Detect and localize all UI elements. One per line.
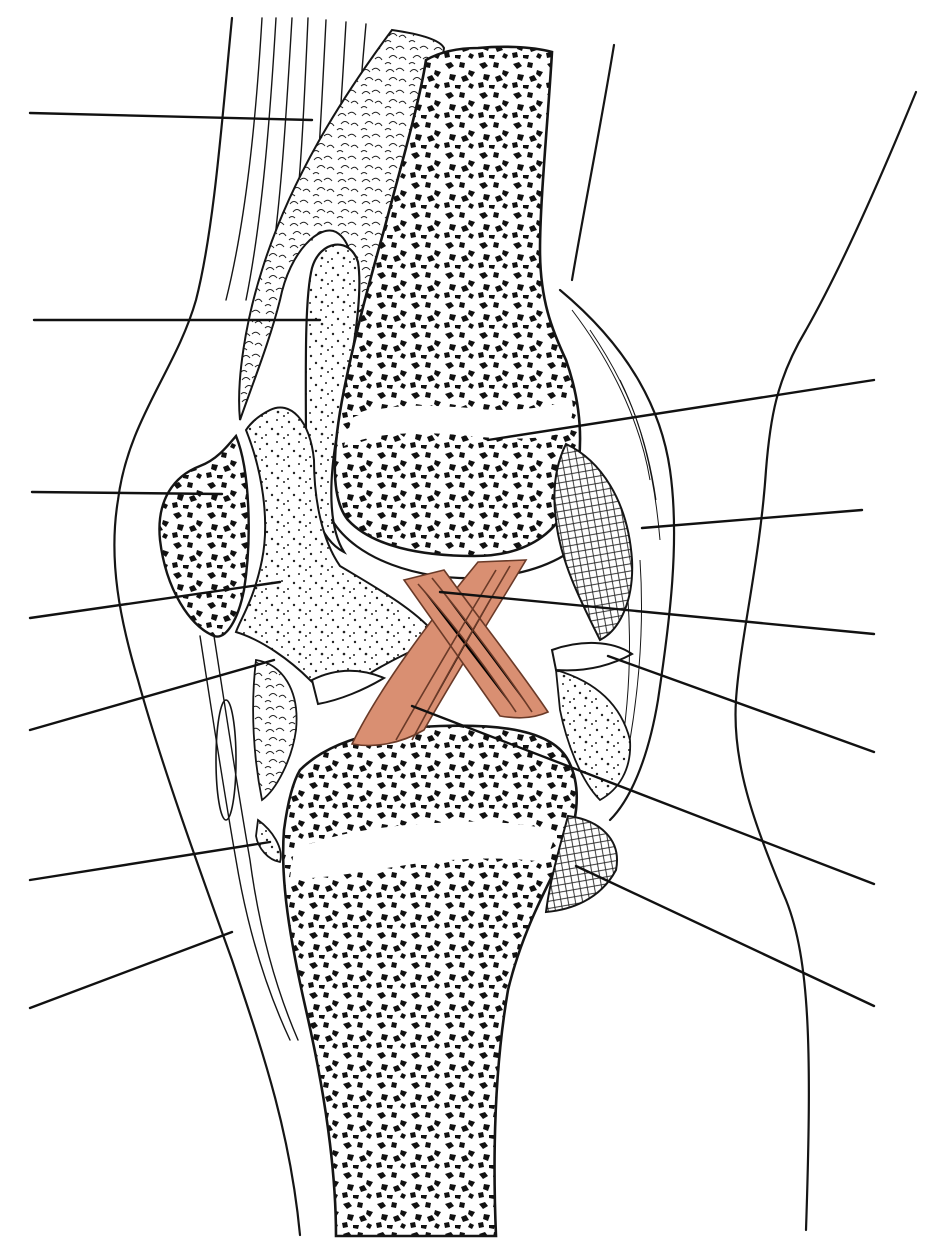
tibia — [281, 724, 579, 1238]
posterior-joint-capsule — [553, 442, 634, 642]
deep-infrapatellar-bursa — [252, 658, 298, 802]
gastrocnemius-fibers — [571, 309, 661, 781]
leader-line-5 — [28, 658, 276, 732]
anterior-meniscus — [310, 669, 387, 706]
leader-line-9 — [640, 508, 864, 530]
tibial-epiphyseal-line — [290, 821, 556, 879]
leader-line-3 — [30, 490, 224, 496]
skin-contour-anterior — [113, 16, 302, 1237]
leader-line-6 — [28, 840, 272, 882]
tibial-tuberosity-bursa — [255, 818, 282, 864]
leader-line-11 — [606, 654, 876, 754]
femoral-epiphyseal-line — [344, 400, 573, 446]
leader-line-12 — [410, 704, 876, 886]
leader-line-13 — [574, 864, 876, 1008]
posterior-cruciate-ligament — [402, 569, 550, 719]
patellar-ligament — [199, 635, 299, 1041]
leader-line-10 — [438, 590, 876, 636]
popliteus-region — [544, 814, 618, 914]
skin-contour-posterior — [734, 90, 918, 1232]
leader-lines-right — [410, 378, 876, 1008]
gastrocnemius-muscle — [558, 288, 676, 822]
patella — [158, 433, 250, 638]
suprapatellar-bursa — [304, 243, 361, 555]
leader-line-1 — [28, 111, 314, 122]
leader-line-7 — [28, 930, 234, 1010]
leader-lines-left — [28, 111, 322, 1010]
posterior-meniscus — [550, 642, 634, 672]
cruciate-ligaments — [350, 559, 550, 747]
posterior-synovial-region — [554, 668, 631, 802]
leader-line-4 — [28, 580, 282, 620]
leader-line-8 — [486, 378, 876, 442]
skin-contour-inner-posterior — [570, 43, 616, 282]
